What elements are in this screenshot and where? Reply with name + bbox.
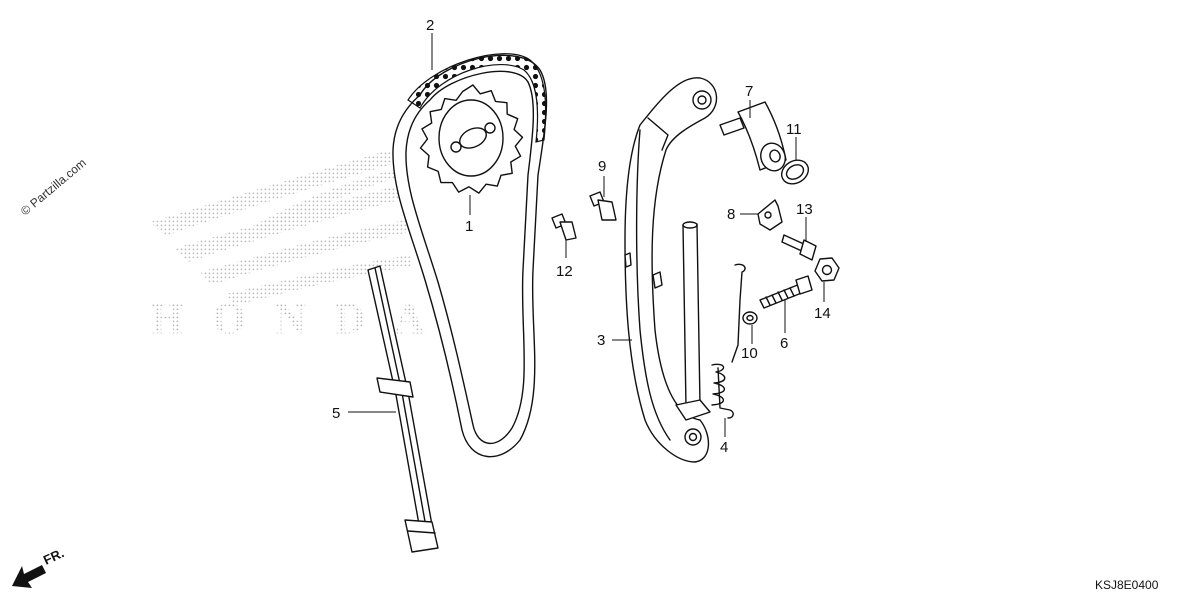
honda-wing-logo-background bbox=[150, 150, 412, 305]
tensioner-lifter[interactable] bbox=[719, 101, 789, 174]
bolt-12[interactable] bbox=[551, 213, 577, 241]
cam-sprocket[interactable] bbox=[419, 84, 524, 194]
stopper-plate[interactable] bbox=[757, 199, 783, 231]
bolt-13[interactable] bbox=[781, 234, 817, 261]
tensioner-spring[interactable] bbox=[711, 263, 746, 419]
callout-13: 13 bbox=[796, 201, 813, 218]
tensioner-pivot-rod[interactable] bbox=[675, 221, 711, 421]
watermark: © Partzilla.com bbox=[18, 156, 89, 219]
nut[interactable] bbox=[814, 257, 840, 282]
callout-1: 1 bbox=[465, 218, 473, 235]
callout-9: 9 bbox=[598, 158, 606, 175]
adjuster-bolt[interactable] bbox=[759, 275, 813, 309]
callout-11: 11 bbox=[786, 121, 802, 138]
callout-2: 2 bbox=[426, 17, 434, 34]
callout-3: 3 bbox=[597, 332, 605, 349]
callout-7: 7 bbox=[745, 83, 753, 100]
callout-4: 4 bbox=[720, 439, 728, 456]
callout-5: 5 bbox=[332, 405, 340, 422]
washer[interactable] bbox=[742, 311, 758, 325]
front-direction-label: FR. bbox=[41, 545, 66, 567]
bolt-9[interactable] bbox=[589, 191, 617, 221]
callout-14: 14 bbox=[814, 305, 831, 322]
front-direction-marker: FR. bbox=[12, 545, 66, 588]
o-ring[interactable] bbox=[777, 155, 812, 188]
callout-10: 10 bbox=[741, 345, 758, 362]
tensioner-arm[interactable] bbox=[624, 77, 718, 463]
callout-6: 6 bbox=[780, 335, 788, 352]
cam-chain-guide[interactable] bbox=[367, 265, 439, 553]
callout-12: 12 bbox=[556, 263, 573, 280]
callout-8: 8 bbox=[727, 206, 735, 223]
leader-lines bbox=[348, 33, 825, 437]
diagram-code: KSJ8E0400 bbox=[1095, 578, 1159, 592]
